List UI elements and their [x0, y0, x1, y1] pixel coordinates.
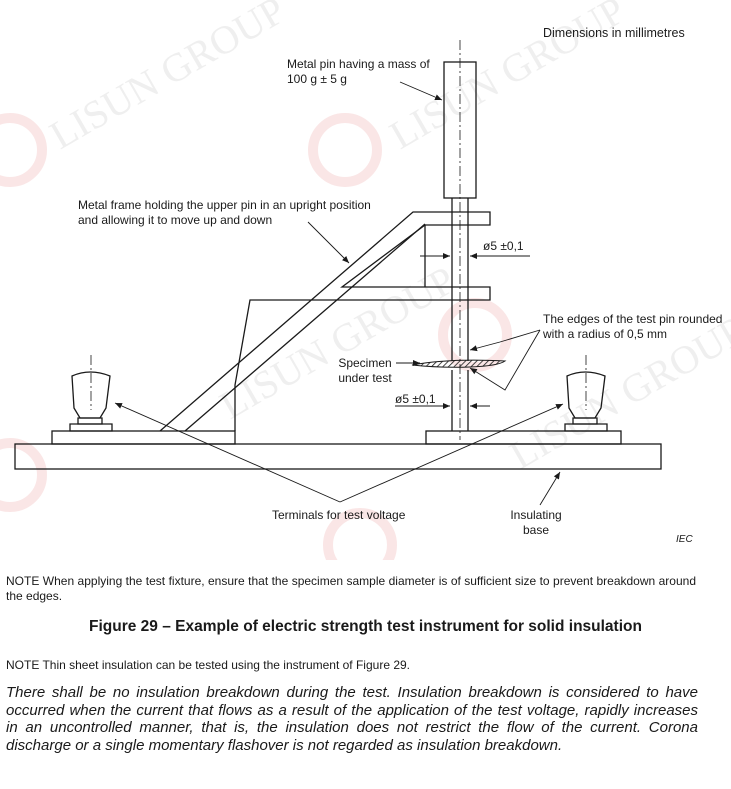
watermark-text: LISUN GROUP	[42, 0, 293, 158]
right-base-plate	[425, 430, 622, 445]
label-insulating-base: Insulating base	[510, 508, 562, 537]
note-test-fixture: NOTE When applying the test fixture, ens…	[6, 574, 696, 603]
note-thin-sheet: NOTE Thin sheet insulation can be tested…	[6, 658, 411, 672]
label-dimension-lower: ø5 ±0,1	[395, 392, 436, 406]
leader-pin	[399, 81, 443, 101]
label-specimen: Specimen under test	[338, 356, 392, 385]
specimen	[411, 359, 507, 368]
insulating-base	[14, 443, 662, 470]
label-edges: The edges of the test pin rounded with a…	[543, 312, 723, 341]
leader-terminal-right	[339, 403, 564, 503]
left-base-plate	[51, 430, 236, 445]
label-dimension-upper: ø5 ±0,1	[483, 239, 524, 253]
leader-terminal-left	[114, 402, 341, 503]
figure-caption: Figure 29 – Example of electric strength…	[89, 618, 642, 635]
metal-frame	[159, 211, 491, 432]
figure-drawing: LISUN GROUP LISUN GROUP LISUN GROUP LISU…	[0, 0, 731, 560]
label-metal-pin: Metal pin having a mass of 100 g ± 5 g	[287, 57, 430, 86]
leader-base	[539, 471, 561, 506]
label-terminals: Terminals for test voltage	[272, 508, 406, 522]
leader-frame	[307, 221, 350, 264]
leader-edges	[469, 329, 541, 352]
body-paragraph: There shall be no insulation breakdown d…	[6, 684, 698, 754]
label-metal-frame: Metal frame holding the upper pin in an …	[78, 198, 371, 227]
label-iec: IEC	[676, 534, 693, 545]
watermark-layer	[0, 113, 512, 560]
dimensions-note: Dimensions in millimetres	[543, 26, 685, 40]
